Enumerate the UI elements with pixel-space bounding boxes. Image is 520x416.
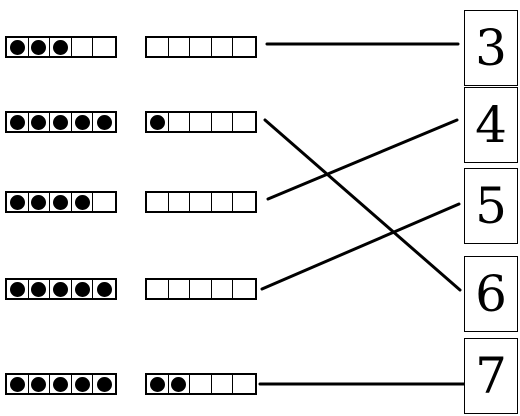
match-line[interactable] <box>260 202 461 291</box>
counter-dot <box>9 39 25 55</box>
frame-cell <box>72 280 94 298</box>
frame-cell <box>212 193 234 211</box>
counter-dot <box>74 114 90 130</box>
frame-cell <box>93 113 115 131</box>
frame-cell <box>7 280 29 298</box>
frame-cell <box>50 280 72 298</box>
counter-dot <box>171 376 187 392</box>
frame-cell <box>169 38 191 56</box>
frame-cell <box>50 113 72 131</box>
frame-cell <box>93 38 115 56</box>
frame-cell <box>233 280 255 298</box>
frame-cell <box>190 113 212 131</box>
counter-dot <box>74 194 90 210</box>
counter-dot <box>96 376 112 392</box>
counter-dot <box>74 376 90 392</box>
right-ten-frame <box>145 111 257 133</box>
counter-dot <box>96 114 112 130</box>
frame-cell <box>7 193 29 211</box>
left-ten-frame <box>5 111 117 133</box>
frame-cell <box>7 113 29 131</box>
frame-cell <box>29 38 51 56</box>
counter-dot <box>31 114 47 130</box>
frame-cell <box>147 375 169 393</box>
counter-dot <box>52 194 68 210</box>
left-ten-frame <box>5 36 117 58</box>
frame-cell <box>212 280 234 298</box>
number-box[interactable]: 5 <box>464 168 518 244</box>
left-ten-frame <box>5 191 117 213</box>
frame-cell <box>190 38 212 56</box>
frame-cell <box>72 113 94 131</box>
counter-dot <box>31 281 47 297</box>
frame-cell <box>212 38 234 56</box>
frame-cell <box>233 375 255 393</box>
counter-dot <box>74 281 90 297</box>
frame-cell <box>169 375 191 393</box>
match-line[interactable] <box>263 118 462 292</box>
frame-cell <box>29 193 51 211</box>
frame-cell <box>72 193 94 211</box>
frame-cell <box>147 280 169 298</box>
right-ten-frame <box>145 373 257 395</box>
number-box[interactable]: 3 <box>464 10 518 86</box>
counter-dot <box>52 376 68 392</box>
frame-cell <box>72 375 94 393</box>
frame-cell <box>93 375 115 393</box>
frame-cell <box>169 113 191 131</box>
frame-cell <box>50 375 72 393</box>
frame-cell <box>93 280 115 298</box>
frame-cell <box>212 375 234 393</box>
counter-dot <box>9 194 25 210</box>
counter-dot <box>31 39 47 55</box>
counter-dot <box>9 114 25 130</box>
frame-cell <box>50 38 72 56</box>
number-box[interactable]: 7 <box>464 338 518 414</box>
frame-cell <box>212 113 234 131</box>
number-box[interactable]: 4 <box>464 87 518 163</box>
frame-cell <box>190 280 212 298</box>
frame-cell <box>190 193 212 211</box>
frame-cell <box>29 113 51 131</box>
counter-dot <box>9 376 25 392</box>
frame-cell <box>50 193 72 211</box>
frame-cell <box>72 38 94 56</box>
right-ten-frame <box>145 278 257 300</box>
counter-dot <box>52 114 68 130</box>
counter-dot <box>149 376 165 392</box>
frame-cell <box>169 193 191 211</box>
counter-dot <box>96 281 112 297</box>
counter-dot <box>52 39 68 55</box>
frame-cell <box>29 375 51 393</box>
counter-dot <box>149 114 165 130</box>
frame-cell <box>93 193 115 211</box>
frame-cell <box>190 375 212 393</box>
counter-dot <box>31 376 47 392</box>
number-box[interactable]: 6 <box>464 256 518 332</box>
left-ten-frame <box>5 278 117 300</box>
counter-dot <box>9 281 25 297</box>
frame-cell <box>233 193 255 211</box>
frame-cell <box>29 280 51 298</box>
frame-cell <box>7 38 29 56</box>
counter-dot <box>52 281 68 297</box>
counter-dot <box>31 194 47 210</box>
frame-cell <box>233 38 255 56</box>
right-ten-frame <box>145 36 257 58</box>
frame-cell <box>233 113 255 131</box>
right-ten-frame <box>145 191 257 213</box>
left-ten-frame <box>5 373 117 395</box>
frame-cell <box>147 193 169 211</box>
frame-cell <box>147 38 169 56</box>
frame-cell <box>7 375 29 393</box>
match-line[interactable] <box>266 118 459 201</box>
frame-cell <box>147 113 169 131</box>
frame-cell <box>169 280 191 298</box>
